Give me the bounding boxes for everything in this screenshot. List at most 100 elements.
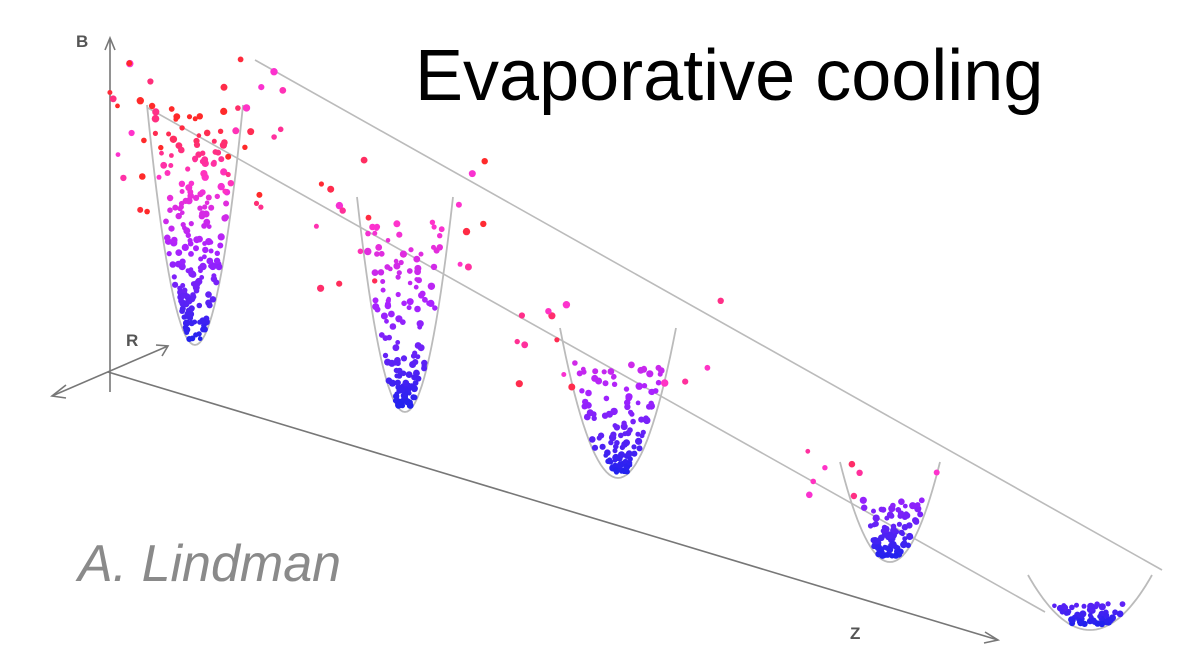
atom — [172, 204, 179, 211]
atom — [878, 549, 885, 556]
atom-clouds — [107, 56, 1126, 628]
atom — [639, 433, 645, 439]
atom — [896, 521, 903, 527]
atom — [901, 524, 909, 531]
atom — [179, 308, 186, 314]
atom — [638, 416, 645, 423]
guide-line-top — [254, 59, 1163, 571]
atom — [415, 370, 420, 376]
atom — [192, 155, 199, 162]
atom — [592, 368, 599, 375]
escaping-atom — [822, 465, 828, 471]
escaping-atom — [518, 312, 526, 319]
atom — [426, 300, 432, 307]
atom — [388, 310, 395, 318]
atom — [626, 460, 633, 466]
atom — [208, 204, 215, 211]
escaping-atom — [568, 383, 576, 391]
atom — [603, 453, 609, 458]
atom — [622, 431, 628, 437]
atom — [173, 117, 179, 122]
atom — [612, 467, 619, 473]
atom — [378, 250, 385, 257]
escaping-atom — [258, 84, 265, 91]
escaping-atom — [148, 102, 156, 110]
atom — [192, 280, 200, 288]
escaping-atom — [232, 127, 240, 135]
atom — [412, 359, 419, 366]
atom — [414, 277, 420, 282]
atom — [657, 371, 663, 377]
atom — [410, 385, 418, 393]
atom — [372, 297, 379, 304]
author-credit: A. Lindman — [78, 535, 342, 593]
atom — [900, 531, 905, 537]
escaping-atom — [141, 137, 147, 144]
escaping-atom — [242, 104, 251, 112]
escaping-atom — [455, 201, 462, 208]
atom — [628, 361, 635, 369]
atom — [205, 194, 212, 201]
atom — [585, 402, 592, 409]
atom — [179, 258, 186, 265]
atom — [628, 409, 634, 415]
atom — [377, 269, 385, 276]
atom — [185, 232, 191, 238]
escaping-atom — [137, 206, 144, 213]
atom — [624, 399, 631, 406]
atom — [601, 369, 607, 375]
atom — [630, 418, 636, 425]
atom — [401, 300, 407, 307]
atom — [635, 431, 641, 437]
atom — [608, 439, 614, 446]
atom — [175, 212, 182, 220]
atom — [396, 270, 402, 276]
atom — [396, 231, 403, 238]
atom — [181, 243, 189, 251]
atom — [407, 399, 413, 406]
escaping-atom — [237, 56, 244, 63]
atom — [614, 440, 620, 446]
escaping-atom — [159, 150, 164, 156]
atom — [406, 268, 413, 274]
atom — [220, 168, 228, 176]
escaping-atom — [225, 171, 231, 178]
atom — [880, 506, 887, 513]
atom — [1103, 612, 1109, 619]
atom — [392, 398, 398, 404]
atom — [164, 170, 171, 176]
r-axis-label: R — [126, 331, 138, 350]
atom — [199, 210, 206, 218]
escaping-atom — [128, 129, 135, 137]
atom — [163, 218, 169, 225]
atom — [395, 400, 403, 408]
atom — [214, 250, 220, 256]
escaping-atom — [562, 301, 571, 309]
atom — [217, 128, 224, 134]
atom — [364, 247, 372, 256]
atom — [395, 291, 401, 298]
atom — [219, 141, 227, 149]
escaping-atom — [806, 491, 813, 499]
atom — [1070, 617, 1076, 624]
z-axis-arrowhead — [983, 631, 1001, 644]
atom — [1052, 603, 1057, 609]
escaping-atom — [270, 68, 278, 76]
atom — [427, 282, 436, 290]
atom — [1105, 601, 1111, 607]
atom — [196, 133, 202, 138]
escaping-atom — [158, 144, 164, 151]
atom — [180, 292, 186, 299]
atom — [572, 360, 578, 366]
atom — [168, 225, 175, 232]
atom — [595, 377, 603, 385]
atom — [187, 240, 194, 247]
escaping-atom — [258, 204, 264, 210]
atom — [611, 381, 618, 387]
escaping-atom — [365, 214, 372, 221]
escaping-atom — [661, 379, 669, 387]
page-title: Evaporative cooling — [415, 36, 1044, 116]
atom — [631, 450, 638, 457]
atom — [182, 197, 189, 204]
atom — [576, 370, 583, 377]
